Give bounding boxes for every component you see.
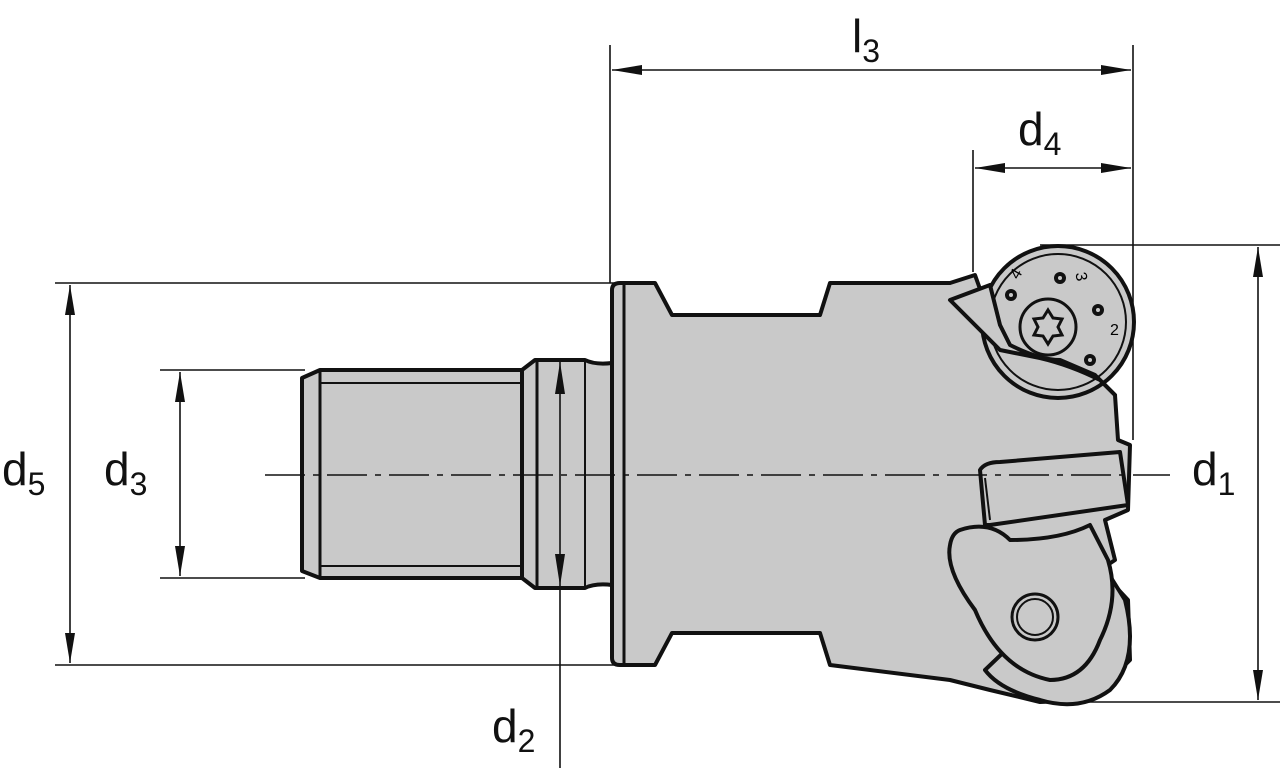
- dimension-d2: d2: [492, 362, 565, 759]
- label-d5: d5: [2, 443, 45, 502]
- dimension-d4: d4: [975, 103, 1131, 173]
- edge-number-2: 2: [1110, 322, 1119, 339]
- dimension-l3: l3: [612, 10, 1131, 75]
- threaded-shank: [300, 368, 524, 580]
- label-d3: d3: [104, 443, 147, 502]
- label-d4: d4: [1018, 103, 1061, 162]
- label-d1: d1: [1192, 443, 1235, 502]
- collar: [520, 358, 614, 590]
- dimension-d3: d3: [104, 372, 185, 576]
- label-d2: d2: [492, 700, 535, 759]
- edge-number-3: 3: [1071, 271, 1089, 283]
- extension-lines: [55, 45, 1280, 768]
- dimension-d1: d1: [1192, 247, 1263, 700]
- bottom-insert: [947, 523, 1132, 707]
- middle-insert: [978, 450, 1130, 527]
- label-l3: l3: [852, 10, 880, 69]
- torx-screw-icon: [1031, 307, 1065, 347]
- top-insert: 4 3 2: [948, 244, 1136, 400]
- dimension-d5: d5: [2, 285, 75, 663]
